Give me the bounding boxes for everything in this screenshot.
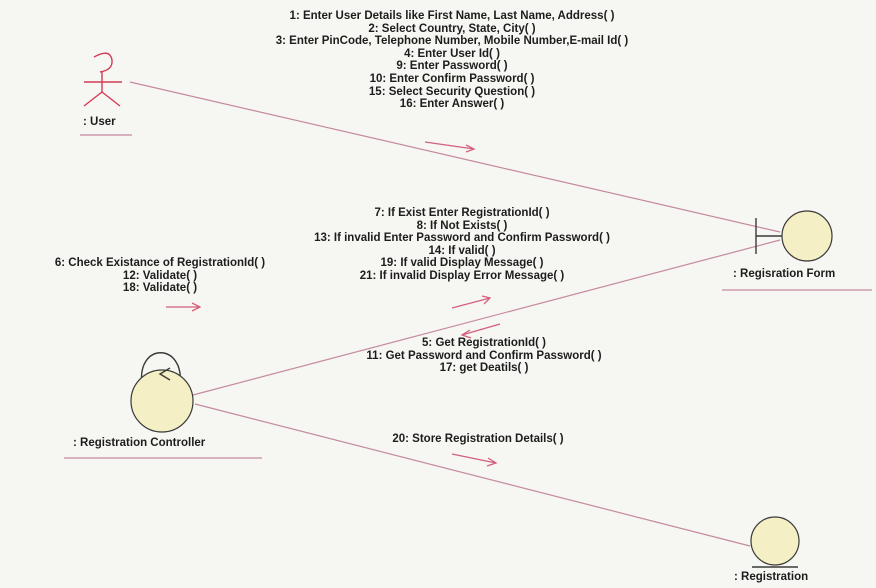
- link-controller-entity: [194, 403, 751, 547]
- message-label: 14: If valid( ): [428, 244, 496, 257]
- message-list-controller-self: 6: Check Existance of RegistrationId( ) …: [55, 257, 265, 295]
- message-list-controller-form: 7: If Exist Enter RegistrationId( ) 8: I…: [314, 207, 610, 283]
- user-actor-icon: [83, 52, 122, 107]
- message-label: 6: Check Existance of RegistrationId( ): [54, 257, 266, 269]
- entity-label: : Registration: [734, 571, 809, 583]
- control-controller-icon: [130, 367, 194, 433]
- message-label: 9: Enter Password( ): [396, 60, 508, 73]
- arrow-controller-to-form: [451, 295, 492, 309]
- link-form-controller: [192, 239, 781, 396]
- message-label: 4: Enter User Id( ): [404, 47, 500, 60]
- message-label: 19: If valid Display Message( ): [380, 257, 544, 270]
- message-list-controller-entity: 20: Store Registration Details( ): [392, 433, 563, 446]
- arrow-controller-self: [166, 302, 202, 312]
- user-label: : User: [83, 116, 116, 128]
- entity-registration-icon: [750, 516, 800, 568]
- message-list-user-form: 1: Enter User Details like First Name, L…: [276, 10, 629, 111]
- message-label: 1: Enter User Details like First Name, L…: [289, 10, 615, 22]
- message-label: 13: If invalid Enter Password and Confir…: [314, 232, 610, 245]
- arrow-controller-to-entity: [451, 453, 498, 467]
- message-label: 11: Get Password and Confirm Password( ): [366, 349, 602, 362]
- message-label: 12: Validate( ): [122, 269, 198, 282]
- arrow-user-to-form: [424, 141, 476, 153]
- message-label: 8: If Not Exists( ): [416, 219, 508, 232]
- message-label: 21: If invalid Display Error Message( ): [359, 269, 565, 282]
- message-label: 7: If Exist Enter RegistrationId( ): [374, 207, 550, 219]
- form-label: : Regisration Form: [733, 268, 836, 280]
- message-label: 2: Select Country, State, City( ): [368, 22, 536, 35]
- message-label: 3: Enter PinCode, Telephone Number, Mobi…: [275, 35, 629, 48]
- message-label: 10: Enter Confirm Password( ): [369, 72, 535, 85]
- boundary-form-icon: [755, 210, 833, 262]
- message-label: 17: get Deatils( ): [439, 362, 529, 375]
- message-label: 5: Get RegistrationId( ): [422, 337, 546, 349]
- message-label: 18: Validate( ): [122, 282, 198, 295]
- arrow-form-to-controller: [460, 323, 501, 339]
- link-user-form: [129, 81, 781, 233]
- message-label: 16: Enter Answer( ): [399, 98, 505, 111]
- controller-label: : Registration Controller: [73, 437, 206, 449]
- message-label: 15: Select Security Question( ): [368, 85, 536, 98]
- self-loop: [140, 352, 181, 386]
- message-label: 20: Store Registration Details( ): [392, 433, 564, 445]
- message-list-form-controller: 5: Get RegistrationId( ) 11: Get Passwor…: [366, 337, 601, 375]
